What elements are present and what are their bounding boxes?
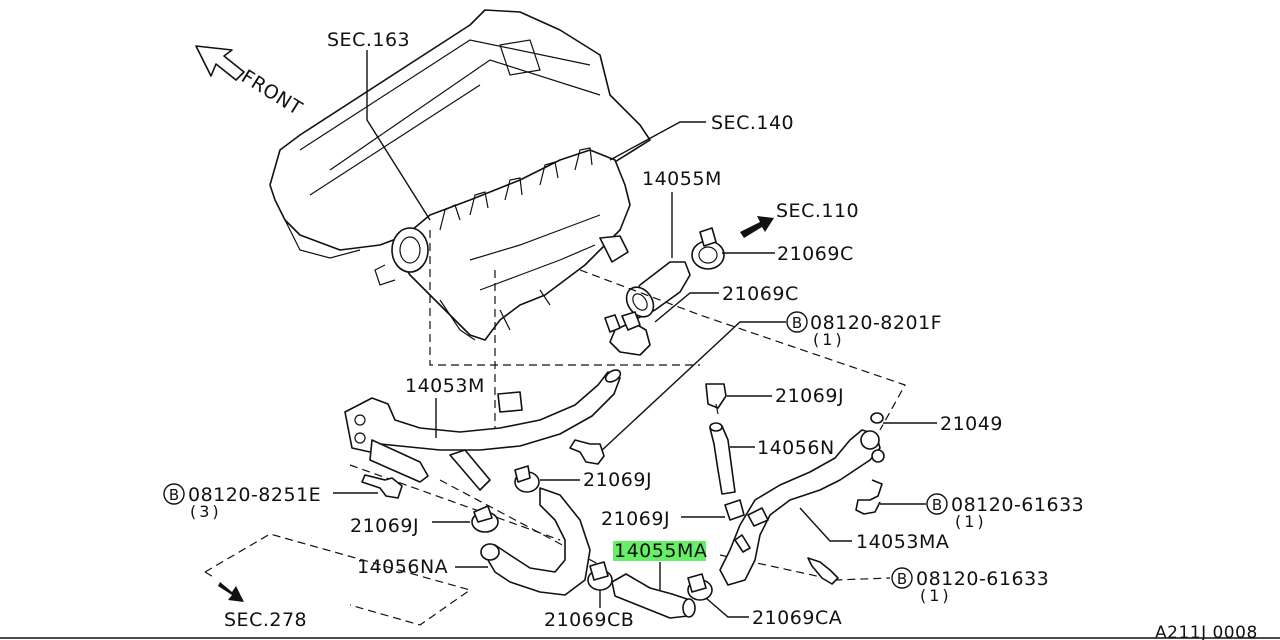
part-21069ca-label: 21069CA xyxy=(752,607,842,629)
bolt-61633-b xyxy=(807,557,839,585)
clamp-21069j-right xyxy=(724,499,769,527)
clamp-21069c-top xyxy=(691,227,725,270)
pipe-14053m xyxy=(344,369,622,483)
part-14055ma-label[interactable]: 14055MA xyxy=(614,540,707,562)
part-08120-61633-b-qty: (1) xyxy=(920,586,952,605)
sec163-label: SEC.163 xyxy=(327,29,410,51)
part-21069j-a-label: 21069J xyxy=(583,469,652,491)
clamp-21069c-mid xyxy=(604,311,641,333)
bolt-marker-61633-b: B xyxy=(897,570,907,588)
sec140-leader xyxy=(609,121,706,161)
part-14053m-label: 14053M xyxy=(405,375,485,397)
sec163-leader xyxy=(366,50,431,221)
part-14055m-label: 14055M xyxy=(642,168,722,190)
diagram-id: A211J 0008 xyxy=(1155,623,1258,640)
part-08120-8251e-qty: (3) xyxy=(190,502,222,521)
part-08120-8201f-qty: (1) xyxy=(813,330,845,349)
part-14056n-label: 14056N xyxy=(757,437,835,459)
bolt-marker-8251e-circle xyxy=(163,483,185,505)
part-21069c-mid-leader xyxy=(654,292,719,323)
sec110-label: SEC.110 xyxy=(776,200,859,222)
bolt-pipe xyxy=(569,439,605,465)
part-14056na-label: 14056NA xyxy=(357,556,448,578)
part-14053ma-leader xyxy=(799,507,852,542)
bolt-8251e xyxy=(361,474,403,499)
part-08120-61633-b-label: 08120-61633 xyxy=(916,568,1049,590)
part-08120-8251e-label: 08120-8251E xyxy=(188,484,321,506)
clamp-21069cb xyxy=(587,561,613,591)
clamp-21069j-b xyxy=(471,505,499,533)
bolt-marker-8201f: B xyxy=(792,314,802,332)
part-08120-8201f-leader xyxy=(599,321,786,453)
clamp-21069j-top xyxy=(705,383,727,415)
part-08120-8201f-label: 08120-8201F xyxy=(810,312,942,334)
hose-14056na xyxy=(449,449,591,596)
sec278-label: SEC.278 xyxy=(224,609,307,631)
part-21069j-b-label: 21069J xyxy=(350,515,419,537)
bolt-61633-a xyxy=(855,479,883,515)
engine-assembly xyxy=(269,9,651,341)
part-14055ma-highlight xyxy=(613,541,706,561)
part-21069c-mid-label: 21069C xyxy=(722,283,799,305)
hose-14055ma xyxy=(611,573,696,619)
part-08120-61633-a-label: 08120-61633 xyxy=(951,494,1084,516)
hose-14056n xyxy=(709,422,736,495)
part-21069c-top-label: 21069C xyxy=(777,243,854,265)
bolt-marker-icon xyxy=(786,311,808,333)
front-label: FRONT xyxy=(237,66,306,120)
front-indicator: FRONT xyxy=(195,45,306,120)
bolt-marker-61633-b-circle xyxy=(891,567,913,589)
part-14053ma-label: 14053MA xyxy=(856,531,949,553)
sec110-arrow-icon xyxy=(740,216,774,238)
sec278-arrow-icon xyxy=(218,582,244,602)
clamp-21069ca xyxy=(687,573,713,601)
bolt-marker-61633-a: B xyxy=(932,496,942,514)
part-08120-61633-a-qty: (1) xyxy=(955,512,987,531)
part-21069ca-leader xyxy=(705,597,749,618)
bolt-marker-61633-a-circle xyxy=(926,493,948,515)
hose-14055m xyxy=(609,261,691,356)
part-21049-label: 21049 xyxy=(940,413,1003,435)
sec140-label: SEC.140 xyxy=(711,112,794,134)
part-21069cb-label: 21069CB xyxy=(544,609,634,631)
front-arrow-icon xyxy=(195,45,245,81)
part-21049-ring xyxy=(870,412,884,424)
clamp-21069j-a xyxy=(514,465,540,493)
part-21069j-top-label: 21069J xyxy=(775,385,844,407)
part-21069j-right-label: 21069J xyxy=(601,508,670,530)
bolt-marker-8251e: B xyxy=(169,486,179,504)
pipe-14053ma xyxy=(719,429,885,586)
